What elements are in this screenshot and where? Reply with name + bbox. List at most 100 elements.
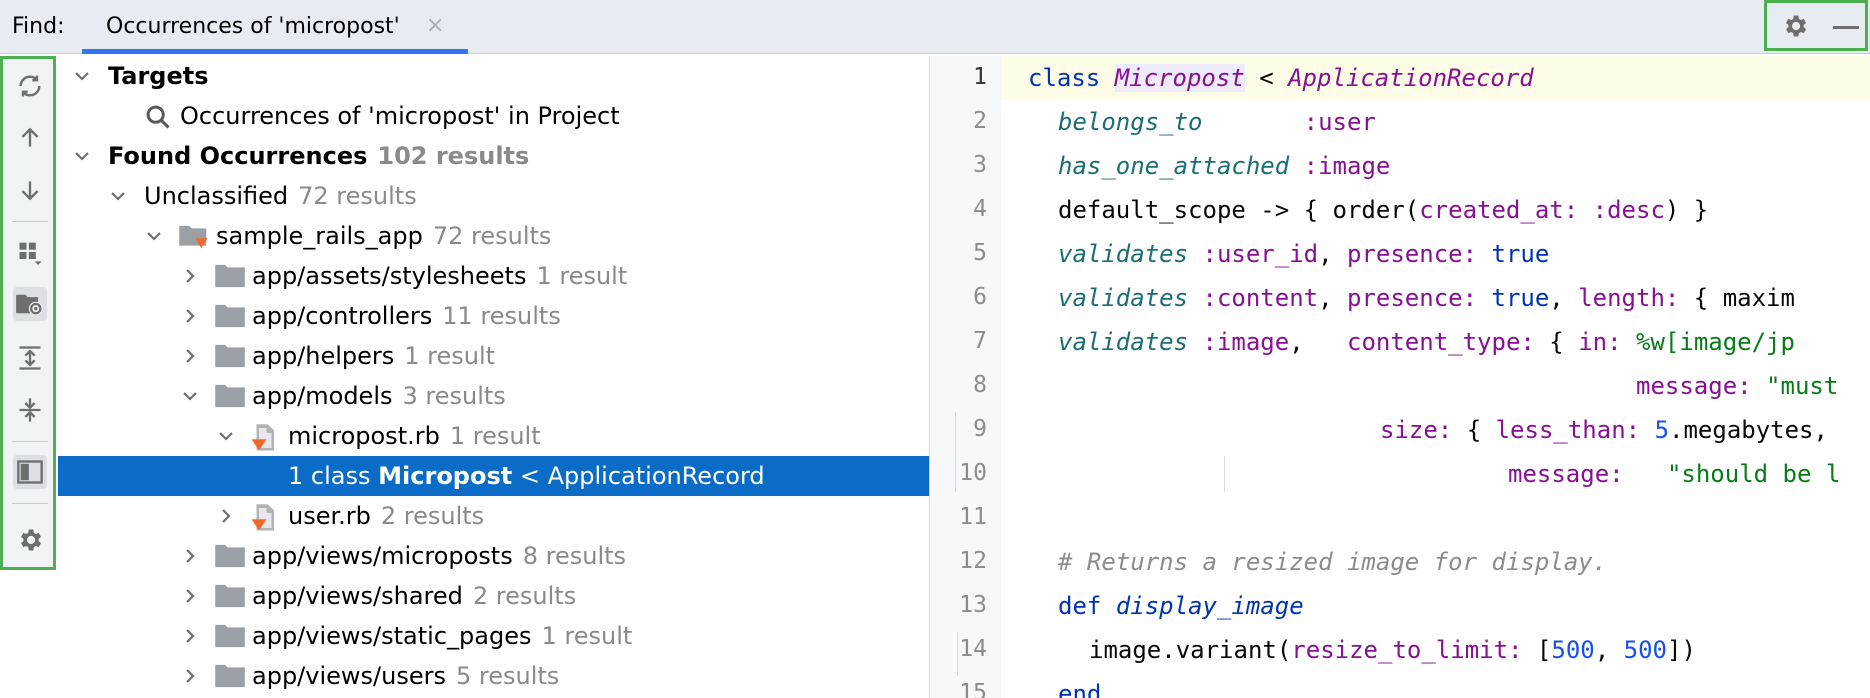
tree-node-targets[interactable]: Targets xyxy=(58,56,929,96)
next-occurrence-icon[interactable] xyxy=(13,173,47,207)
tree-node-file[interactable]: micropost.rb 1 result xyxy=(58,416,929,456)
line-number: 11 xyxy=(959,504,987,530)
close-icon[interactable]: × xyxy=(426,13,445,38)
group-by-icon[interactable] xyxy=(13,235,47,269)
target-item-label: Occurrences of 'micropost' in Project xyxy=(180,102,620,130)
found-count: 102 results xyxy=(377,142,530,170)
folder-icon xyxy=(215,584,245,608)
tree-node-folder[interactable]: app/views/static_pages 1 result xyxy=(58,616,929,656)
refresh-icon[interactable] xyxy=(13,69,47,103)
chevron-right-icon[interactable] xyxy=(214,504,238,528)
settings-icon[interactable] xyxy=(13,523,47,557)
folder-icon xyxy=(215,344,245,368)
line-number: 9 xyxy=(973,416,987,442)
usage-row-selected[interactable]: 1 class Micropost < ApplicationRecord xyxy=(58,456,929,496)
toolbar-separator xyxy=(12,441,48,442)
minimize-icon[interactable] xyxy=(1833,26,1859,29)
folder-label: app/views/microposts xyxy=(252,542,513,570)
folder-icon xyxy=(215,664,245,688)
search-icon xyxy=(146,105,170,129)
folder-count: 5 results xyxy=(455,662,560,690)
folder-icon xyxy=(215,304,245,328)
file-label: user.rb xyxy=(288,502,371,530)
tree-node-folder[interactable]: app/views/users 5 results xyxy=(58,656,929,696)
code-line: end xyxy=(1058,680,1102,698)
folder-count: 1 result xyxy=(541,622,633,650)
folder-count: 1 result xyxy=(536,262,628,290)
chevron-right-icon[interactable] xyxy=(178,664,202,688)
ruby-file-icon xyxy=(251,504,274,531)
indent-guide xyxy=(1224,456,1225,492)
line-number: 7 xyxy=(973,328,987,354)
folder-label: app/helpers xyxy=(252,342,395,370)
chevron-down-icon[interactable] xyxy=(106,184,130,208)
collapse-all-icon[interactable] xyxy=(13,393,47,427)
line-number: 12 xyxy=(959,548,987,574)
chevron-right-icon[interactable] xyxy=(178,624,202,648)
folder-icon xyxy=(215,384,245,408)
line-number: 6 xyxy=(973,284,987,310)
file-count: 1 result xyxy=(449,422,541,450)
chevron-down-icon[interactable] xyxy=(70,64,94,88)
targets-label: Targets xyxy=(108,62,209,90)
indent-guide xyxy=(957,632,958,676)
code-line: message: "must xyxy=(1636,372,1839,400)
code-line: validates :content, presence: true, leng… xyxy=(1058,284,1795,312)
tree-node-project[interactable]: sample_rails_app 72 results xyxy=(58,216,929,256)
tab-occurrences[interactable]: Occurrences of 'micropost' × xyxy=(82,0,468,54)
folder-icon xyxy=(215,624,245,648)
chevron-down-icon[interactable] xyxy=(214,424,238,448)
line-number: 1 xyxy=(973,64,987,90)
tree-node-file[interactable]: user.rb 2 results xyxy=(58,496,929,536)
preview-panel-icon[interactable] xyxy=(13,455,47,489)
code-line: size: { less_than: 5.megabytes, xyxy=(1380,416,1828,444)
project-label: sample_rails_app xyxy=(216,222,423,250)
chevron-right-icon[interactable] xyxy=(178,344,202,368)
find-label: Find: xyxy=(12,14,65,39)
file-count: 2 results xyxy=(380,502,485,530)
code-line: class Micropost < ApplicationRecord xyxy=(1028,64,1534,92)
project-count: 72 results xyxy=(432,222,552,250)
folder-count: 8 results xyxy=(522,542,627,570)
gear-icon[interactable] xyxy=(1781,12,1809,44)
code-preview[interactable]: 1 2 3 4 5 6 7 8 9 10 11 12 13 14 15 clas… xyxy=(931,56,1870,698)
expand-all-icon[interactable] xyxy=(13,341,47,375)
previous-occurrence-icon[interactable] xyxy=(13,121,47,155)
chevron-right-icon[interactable] xyxy=(178,544,202,568)
usage-line-number: 1 xyxy=(288,462,304,490)
indent-guide xyxy=(955,412,956,492)
unclassified-count: 72 results xyxy=(298,182,417,210)
tree-node-target-item[interactable]: Occurrences of 'micropost' in Project xyxy=(58,96,929,136)
folder-label: app/views/users xyxy=(252,662,446,690)
tree-node-folder[interactable]: app/views/microposts 8 results xyxy=(58,536,929,576)
group-by-module-icon[interactable] xyxy=(13,287,47,321)
chevron-down-icon[interactable] xyxy=(178,384,202,408)
code-line: def display_image xyxy=(1058,592,1304,620)
chevron-down-icon[interactable] xyxy=(142,224,166,248)
line-number-gutter xyxy=(931,56,1001,698)
folder-label: app/views/static_pages xyxy=(252,622,532,650)
find-tool-window-header: Find: Occurrences of 'micropost' × xyxy=(0,0,1870,54)
usage-text-prefix: class xyxy=(310,462,371,490)
folder-label: app/controllers xyxy=(252,302,433,330)
chevron-right-icon[interactable] xyxy=(178,264,202,288)
code-line: default_scope -> { order(created_at: :de… xyxy=(1058,196,1709,224)
chevron-down-icon[interactable] xyxy=(70,144,94,168)
chevron-right-icon[interactable] xyxy=(178,304,202,328)
chevron-right-icon[interactable] xyxy=(178,584,202,608)
project-folder-icon xyxy=(179,225,208,249)
line-number: 10 xyxy=(959,460,987,486)
line-number: 5 xyxy=(973,240,987,266)
code-line: message: "should be l xyxy=(1508,460,1841,488)
tab-title: Occurrences of 'micropost' xyxy=(106,14,400,39)
file-label: micropost.rb xyxy=(288,422,440,450)
code-line: validates :image, content_type: { in: %w… xyxy=(1058,328,1795,356)
code-line: belongs_to :user xyxy=(1058,108,1376,136)
